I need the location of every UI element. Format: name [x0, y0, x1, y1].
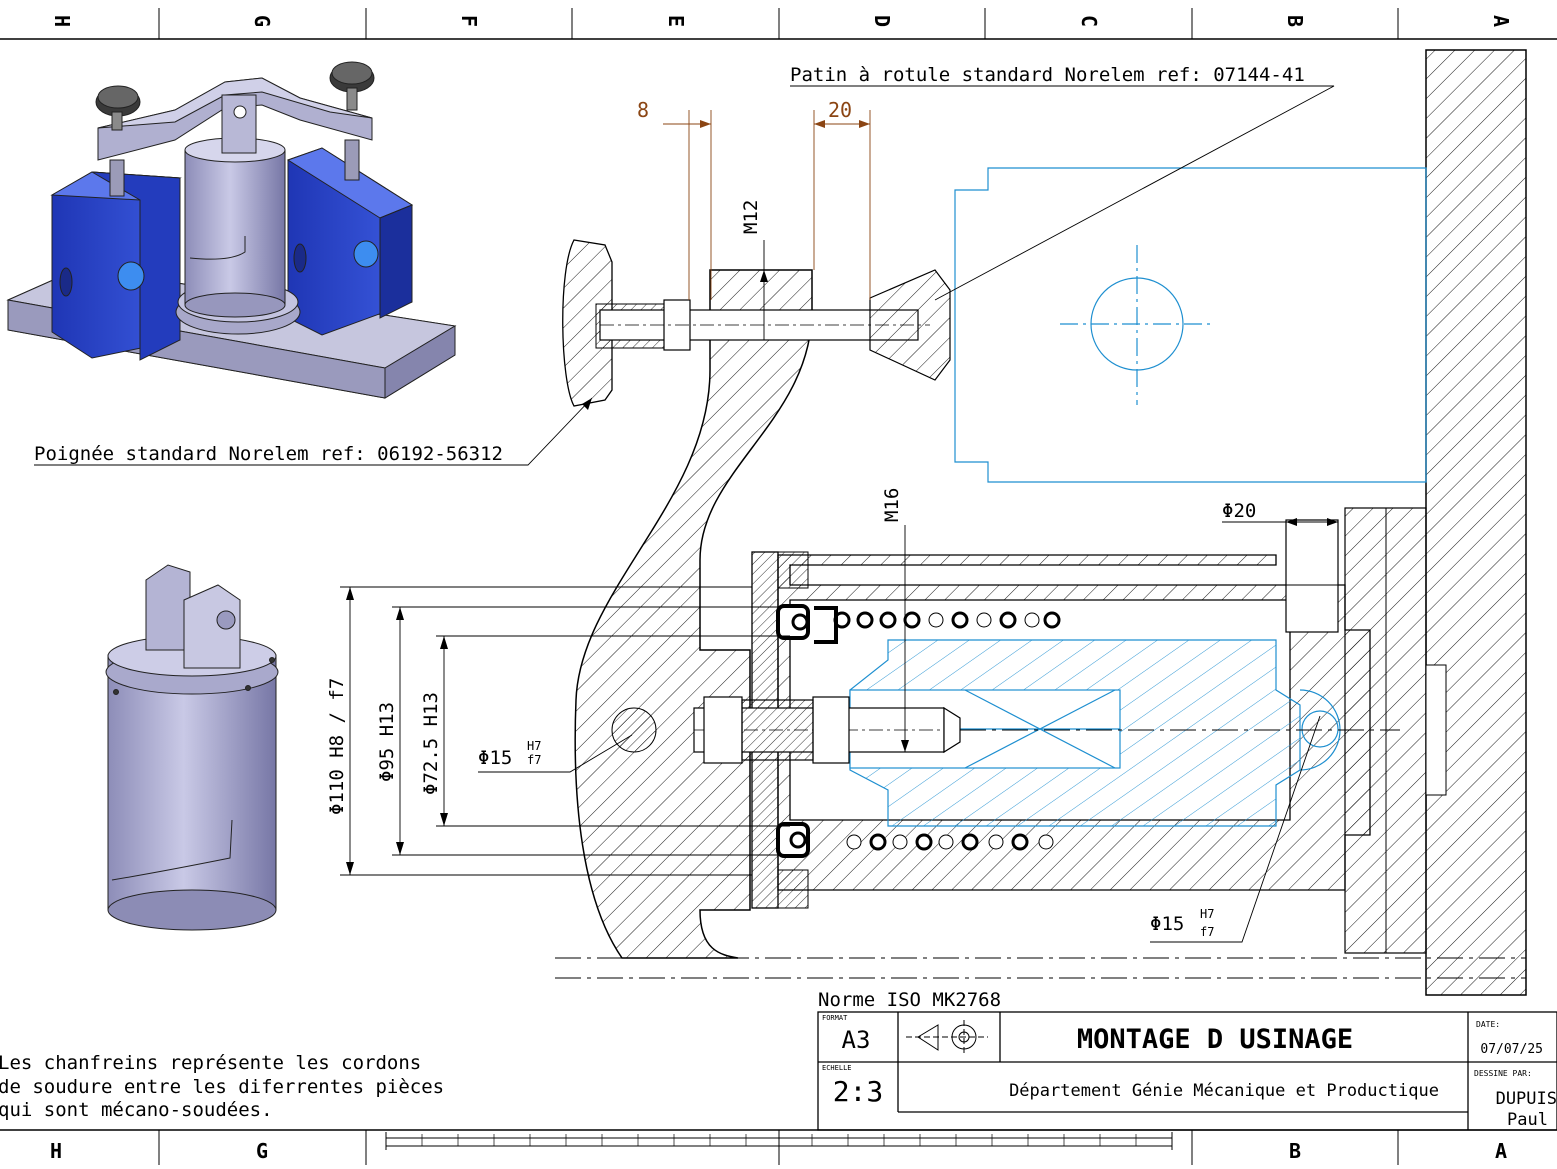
dimension-8: 8	[637, 98, 649, 122]
dimension-phi15-right: Φ15	[1150, 913, 1184, 935]
right-wall	[1425, 49, 1527, 996]
handle-knob-section	[562, 239, 613, 407]
norme-label: Norme ISO MK2768	[818, 989, 1001, 1011]
fit-f7-left: f7	[527, 753, 541, 767]
dimension-m12: M12	[740, 200, 762, 234]
zone-label-bottom: H	[50, 1139, 62, 1163]
section-view	[555, 49, 1527, 996]
weld-note: Les chanfreins représente les cordons de…	[0, 1052, 444, 1121]
top-zone-labels: H G F E D C B A	[50, 15, 1513, 27]
dimension-m16: M16	[881, 488, 903, 522]
fit-h7-left: H7	[527, 739, 541, 753]
title-block	[817, 1011, 1557, 1131]
author-last-name: DUPUIS	[1496, 1089, 1557, 1109]
note-line-2: de soudure entre les diferrentes pièces	[0, 1076, 444, 1098]
zone-label-top: A	[1489, 15, 1513, 27]
iso-piston-view	[105, 564, 279, 931]
echelle-label: ECHELLE	[822, 1064, 852, 1072]
date-value: 07/07/25	[1480, 1042, 1543, 1057]
spring-coils	[833, 611, 1061, 851]
screw-m12	[599, 299, 930, 351]
zone-label-top: C	[1077, 15, 1101, 27]
zone-label-top: G	[250, 15, 274, 27]
dimension-phi20: Φ20	[1222, 500, 1256, 522]
zone-label-bottom: G	[256, 1139, 268, 1163]
fit-f7-right: f7	[1200, 925, 1214, 939]
dessine-label: DESSINE PAR:	[1474, 1069, 1532, 1078]
dimension-phi15-left: Φ15	[478, 747, 512, 769]
zone-label-bottom: A	[1495, 1139, 1507, 1163]
zone-label-bottom: B	[1289, 1139, 1301, 1163]
central-bolt	[693, 696, 961, 764]
date-label: DATE:	[1476, 1020, 1500, 1029]
format-label: FORMAT	[822, 1014, 848, 1022]
dimension-phi95: Φ95 H13	[376, 702, 398, 782]
seals	[776, 604, 838, 858]
dimension-phi72: Φ72.5 H13	[420, 692, 442, 795]
fit-h7-right: H7	[1200, 907, 1214, 921]
note-line-1: Les chanfreins représente les cordons	[0, 1052, 421, 1074]
department-name: Département Génie Mécanique et Productiq…	[1009, 1081, 1439, 1101]
dimension-arrows	[346, 120, 1338, 875]
note-line-3: qui sont mécano-soudées.	[0, 1099, 273, 1121]
zone-label-top: D	[870, 15, 894, 27]
dimension-20: 20	[828, 98, 852, 122]
bottom-zone-labels: H G B A	[50, 1139, 1507, 1163]
author-first-name: Paul	[1507, 1110, 1548, 1130]
callout-patin: Patin à rotule standard Norelem ref: 071…	[790, 64, 1305, 86]
zone-label-top: F	[457, 15, 481, 27]
dimension-phi110: Φ110 H8 / f7	[326, 678, 348, 815]
zone-label-top: E	[664, 15, 688, 27]
workpiece-phantom	[954, 167, 1427, 483]
zone-label-top: H	[50, 15, 74, 27]
zone-label-top: B	[1283, 15, 1307, 27]
bracket-section	[574, 269, 813, 959]
drawing-title: MONTAGE D USINAGE	[1077, 1024, 1353, 1055]
callout-poignee: Poignée standard Norelem ref: 06192-5631…	[34, 443, 503, 465]
format-value: A3	[842, 1026, 871, 1054]
iso-assembly-view	[6, 61, 457, 399]
echelle-value: 2:3	[833, 1075, 884, 1108]
projection-symbol-icon	[906, 1020, 988, 1054]
